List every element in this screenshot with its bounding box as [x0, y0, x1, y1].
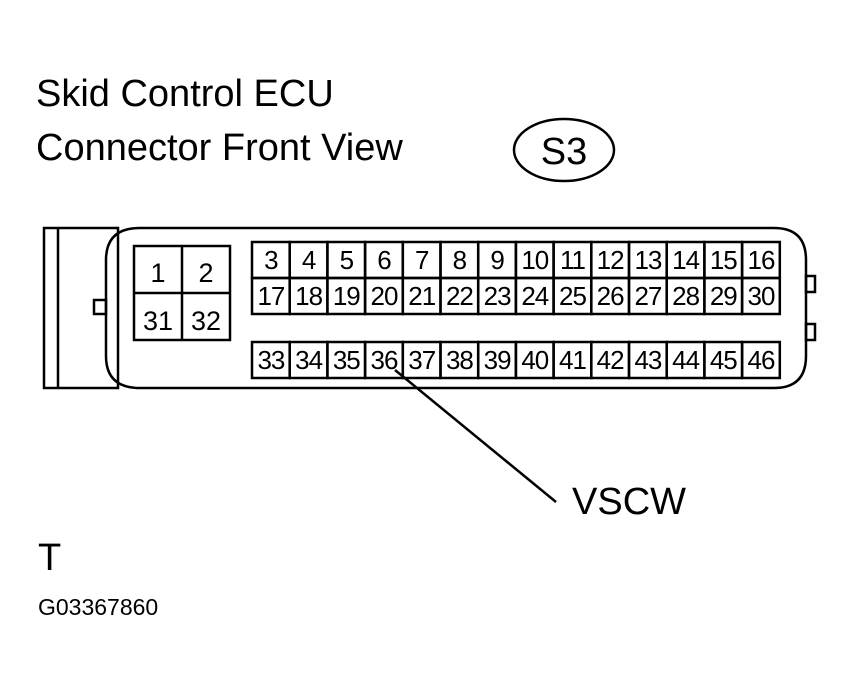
pin-40: 40: [521, 345, 548, 375]
title-line-2: Connector Front View: [36, 127, 403, 169]
pin-42: 42: [597, 345, 624, 375]
pin-29: 29: [710, 281, 737, 311]
pin-37: 37: [408, 345, 435, 375]
pin-43: 43: [634, 345, 661, 375]
title-line-1: Skid Control ECU: [36, 73, 334, 115]
pin-19: 19: [333, 281, 360, 311]
pin-14: 14: [672, 245, 699, 275]
pin-46: 46: [748, 345, 775, 375]
pin-5: 5: [340, 245, 354, 275]
pin-2: 2: [198, 258, 213, 288]
pin-33: 33: [257, 345, 284, 375]
pin-1: 1: [150, 258, 165, 288]
pin-26: 26: [597, 281, 624, 311]
pin-34: 34: [295, 345, 322, 375]
pin-32: 32: [191, 306, 221, 336]
connector-id-label: S3: [541, 131, 587, 173]
pin-cell: [740, 276, 782, 316]
pin-10: 10: [521, 245, 548, 275]
pin-12: 12: [597, 245, 624, 275]
pin-3: 3: [264, 245, 278, 275]
left-pin-block: 1 2 31 32: [132, 244, 232, 342]
pin-20: 20: [371, 281, 398, 311]
pin-17: 17: [257, 281, 284, 311]
callout-leader-line: [394, 369, 557, 503]
callout-label-vscw: VSCW: [572, 481, 686, 523]
pin-36: 36: [371, 345, 398, 375]
pin-23: 23: [484, 281, 511, 311]
pin-21: 21: [408, 281, 435, 311]
connector-housing: [42, 226, 817, 390]
pin-27: 27: [634, 281, 661, 311]
pin-6: 6: [377, 245, 391, 275]
pin-22: 22: [446, 281, 473, 311]
pin-18: 18: [295, 281, 322, 311]
figure-code: G03367860: [38, 594, 158, 620]
pin-9: 9: [490, 245, 504, 275]
pin-4: 4: [302, 245, 316, 275]
pin-13: 13: [634, 245, 661, 275]
footer-mark: T: [38, 537, 61, 579]
pin-25: 25: [559, 281, 586, 311]
pin-41: 41: [559, 345, 586, 375]
pin-28: 28: [672, 281, 699, 311]
pin-39: 39: [484, 345, 511, 375]
pin-8: 8: [453, 245, 467, 275]
pin-38: 38: [446, 345, 473, 375]
pin-cell: [740, 340, 782, 380]
connector-id-badge: S3: [512, 117, 616, 183]
pin-11: 11: [560, 245, 586, 275]
pin-7: 7: [415, 245, 429, 275]
lower-pin-row: 33 34 35 36 37 38 39 40 41 42 43 44 45 46: [250, 340, 782, 380]
pin-31: 31: [143, 306, 173, 336]
pin-16: 16: [748, 245, 775, 275]
pin-15: 15: [710, 245, 737, 275]
pin-44: 44: [672, 345, 699, 375]
pin-24: 24: [521, 281, 548, 311]
pin-35: 35: [333, 345, 360, 375]
pin-30: 30: [748, 281, 775, 311]
pin-45: 45: [710, 345, 737, 375]
